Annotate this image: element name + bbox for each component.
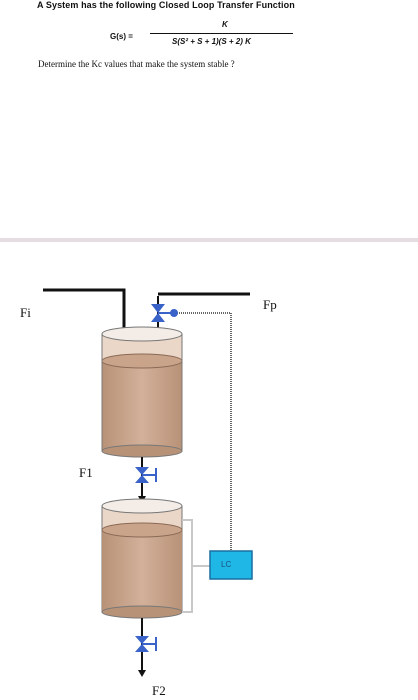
control-signal-line (177, 312, 232, 551)
label-lc: LC (221, 560, 232, 569)
transfer-function-numerator: K (222, 20, 228, 29)
label-fp: Fp (263, 297, 277, 312)
label-f1: F1 (79, 465, 93, 480)
label-fi: Fi (20, 305, 31, 320)
question-prompt: Determine the Kc values that make the sy… (38, 59, 235, 69)
question-card: A System has the following Closed Loop T… (0, 0, 418, 238)
question-title: A System has the following Closed Loop T… (37, 0, 295, 10)
transfer-function-lhs: G(s) = (110, 32, 133, 41)
middle-valve-icon (135, 457, 157, 503)
level-controller (209, 550, 253, 580)
transfer-function-denominator: S(S² + S + 1)(S + 2) K (172, 37, 251, 46)
tank-1 (101, 326, 183, 458)
fraction-bar (150, 33, 293, 34)
section-divider (0, 238, 418, 242)
bottom-valve-icon (135, 618, 157, 677)
label-f2: F2 (152, 683, 166, 698)
level-sensor-lines (182, 519, 210, 613)
tank-2 (101, 498, 183, 619)
